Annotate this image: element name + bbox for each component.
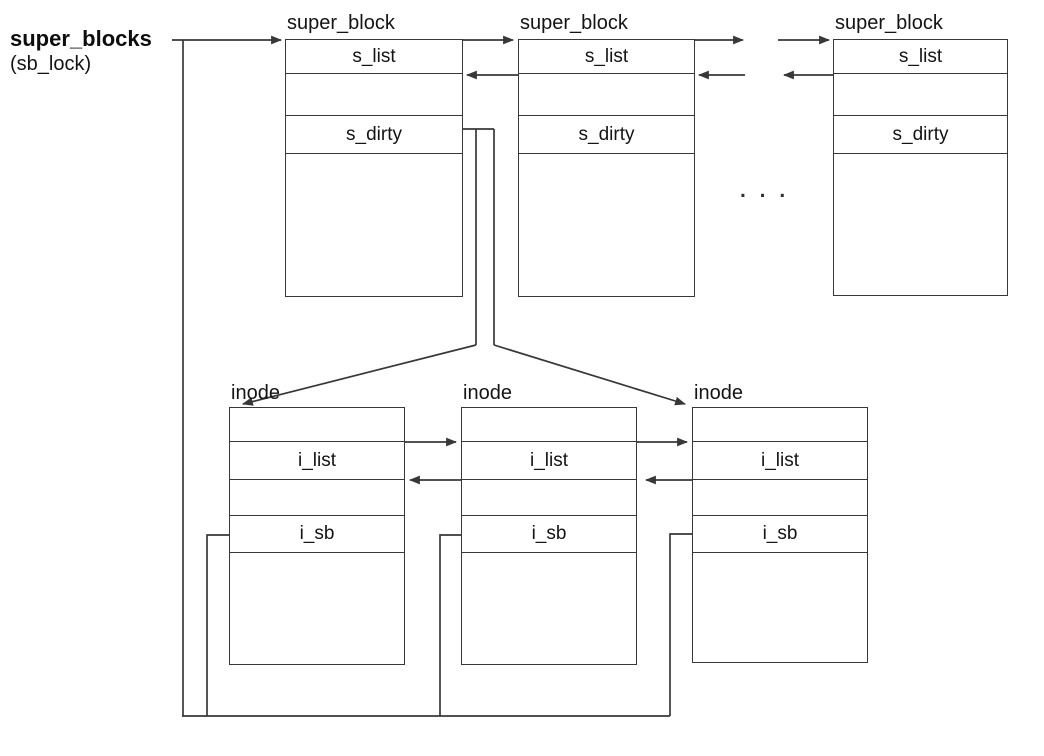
inode-node-1: i_list i_sb: [229, 407, 405, 665]
struct-body-empty: [462, 553, 636, 664]
super-block-node-2: s_list s_dirty: [518, 39, 695, 297]
super-block-title-3: super_block: [835, 12, 943, 34]
empty-field: [519, 74, 694, 116]
struct-body-empty: [834, 154, 1007, 295]
s-list-field: s_list: [519, 40, 694, 74]
s-dirty-links: [241, 128, 687, 406]
struct-body-empty: [230, 553, 404, 664]
i-sb-field: i_sb: [462, 516, 636, 553]
sb-lock-return-lines: [182, 40, 670, 717]
superblock-list-arrows: [172, 35, 833, 80]
i-sb-field: i_sb: [230, 516, 404, 553]
s-dirty-field: s_dirty: [834, 116, 1007, 154]
i-sb-field: i_sb: [693, 516, 867, 553]
super-block-node-3: s_list s_dirty: [833, 39, 1008, 296]
s-dirty-to-first-inode-arrow: [241, 344, 477, 406]
empty-field: [693, 480, 867, 516]
i-sb-link-1: [206, 534, 229, 716]
s-dirty-to-last-inode-arrow: [493, 344, 687, 406]
empty-field: [834, 74, 1007, 116]
super-block-title-2: super_block: [520, 12, 628, 34]
inode-title-1: inode: [231, 382, 280, 404]
sb-lock-label: (sb_lock): [10, 53, 92, 75]
s-list-field: s_list: [834, 40, 1007, 74]
super-blocks-label: super_blocks: [10, 26, 152, 51]
i-sb-links: [206, 533, 692, 716]
s-list-field: s_list: [286, 40, 462, 74]
empty-field: [286, 74, 462, 116]
entry-label: super_blocks (sb_lock): [10, 26, 152, 77]
super-block-title-1: super_block: [287, 12, 395, 34]
inode-list-arrows: [405, 437, 692, 485]
i-sb-link-2: [439, 534, 461, 716]
i-list-field: i_list: [462, 442, 636, 480]
inode-title-3: inode: [694, 382, 743, 404]
inode-node-2: i_list i_sb: [461, 407, 637, 665]
empty-field: [230, 408, 404, 442]
empty-field: [462, 480, 636, 516]
empty-field: [693, 408, 867, 442]
empty-field: [462, 408, 636, 442]
super-block-node-1: s_list s_dirty: [285, 39, 463, 297]
inode-title-2: inode: [463, 382, 512, 404]
i-list-field: i_list: [230, 442, 404, 480]
struct-body-empty: [693, 553, 867, 662]
list-continuation-ellipsis: . . .: [740, 179, 790, 202]
i-sb-link-3: [669, 533, 692, 716]
s-dirty-field: s_dirty: [286, 116, 462, 154]
s-dirty-field: s_dirty: [519, 116, 694, 154]
empty-field: [230, 480, 404, 516]
struct-body-empty: [286, 154, 462, 296]
struct-body-empty: [519, 154, 694, 296]
inode-node-3: i_list i_sb: [692, 407, 868, 663]
i-list-field: i_list: [693, 442, 867, 480]
